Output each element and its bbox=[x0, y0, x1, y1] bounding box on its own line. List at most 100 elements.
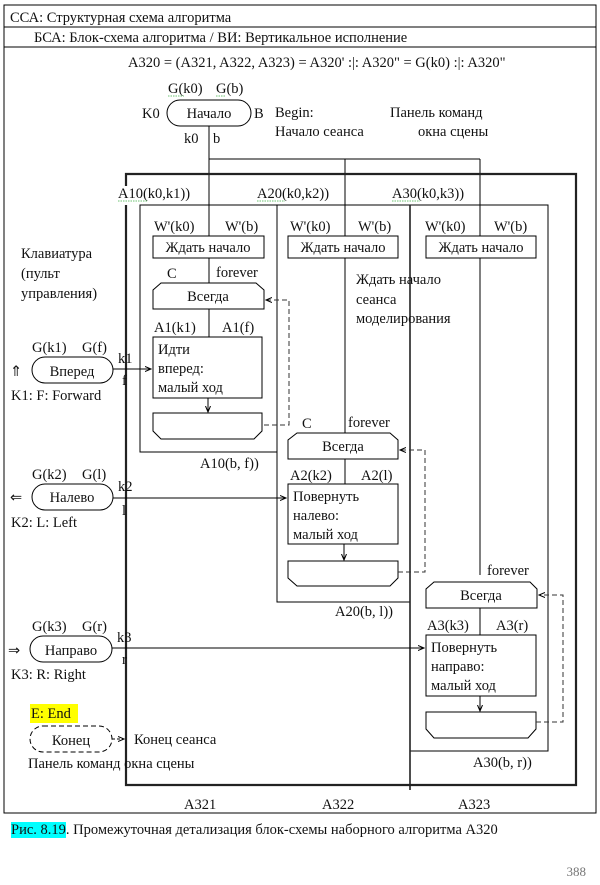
input-forward-top-1: G(f) bbox=[82, 340, 107, 356]
start-panel-line2: окна сцены bbox=[418, 124, 489, 140]
up-arrow-icon: ⇑ bbox=[10, 364, 22, 380]
input-right-top-0: G(k3) bbox=[32, 619, 67, 635]
input-left-caption: K2: L: Left bbox=[11, 515, 77, 531]
keyboard-label-line3: управления) bbox=[21, 286, 97, 302]
m2-action-line3: малый ход bbox=[293, 527, 359, 543]
module-header-2: A20(k0,k2)) bbox=[257, 186, 329, 202]
m1-wait: Ждать начало bbox=[166, 240, 251, 256]
m1-wait-label-1: W'(b) bbox=[225, 219, 258, 235]
m3-action-line3: малый ход bbox=[431, 678, 497, 694]
m2-action-line1: Повернуть bbox=[293, 489, 360, 505]
m2-loop-start bbox=[287, 432, 399, 460]
input-left-out-0: k2 bbox=[118, 479, 133, 495]
input-right-label[interactable]: Направо bbox=[45, 643, 97, 659]
input-left-terminal[interactable] bbox=[31, 483, 114, 511]
m3-loop: Всегда bbox=[460, 588, 502, 604]
input-forward-out-1: f bbox=[122, 373, 127, 389]
m1-loop: Всегда bbox=[187, 289, 229, 305]
start-out-label-1: b bbox=[213, 131, 220, 147]
page-number: 388 bbox=[566, 864, 587, 879]
column-label-3: A323 bbox=[458, 797, 490, 813]
m3-loop-label-1: forever bbox=[487, 563, 529, 579]
m2-loop-label-1: forever bbox=[348, 415, 390, 431]
keyboard-label-line1: Клавиатура bbox=[21, 246, 93, 262]
module-footer-3: A30(b, r)) bbox=[473, 755, 532, 771]
input-right-caption: K3: R: Right bbox=[11, 667, 86, 683]
m2-loop-end bbox=[287, 560, 399, 587]
m3-loop-back bbox=[536, 595, 564, 723]
m2-wait-label-1: W'(b) bbox=[358, 219, 391, 235]
input-right-top-1: G(r) bbox=[82, 619, 107, 635]
module-footer-2: A20(b, l)) bbox=[335, 604, 393, 620]
m3-wait-label-1: W'(b) bbox=[494, 219, 527, 235]
m1-action-line3: малый ход bbox=[158, 380, 224, 396]
input-forward-top-0: G(k1) bbox=[32, 340, 67, 356]
input-left-top-0: G(k2) bbox=[32, 467, 67, 483]
right-arrow-icon: ⇒ bbox=[8, 643, 20, 659]
m3-wait-box bbox=[425, 235, 537, 259]
end-panel: Панель команд окна сцены bbox=[28, 756, 195, 772]
m1-action-label-1: A1(f) bbox=[222, 320, 254, 336]
figure-caption: Рис. 8.19. Промежуточная детализация бло… bbox=[11, 822, 498, 839]
m3-action-box bbox=[425, 634, 537, 697]
input-forward-out-0: k1 bbox=[118, 351, 133, 367]
start-label: Начало bbox=[187, 106, 232, 122]
header-row1: ССА: Структурная схема алгоритма bbox=[10, 10, 232, 26]
input-right-terminal[interactable] bbox=[29, 635, 113, 663]
m2-loop-back bbox=[398, 450, 426, 573]
input-left-out-1: l bbox=[122, 503, 126, 519]
m3-action-label-0: A3(k3) bbox=[427, 618, 469, 634]
column-label-1: A321 bbox=[184, 797, 216, 813]
column-label-2: A322 bbox=[322, 797, 354, 813]
m1-loop-start bbox=[152, 282, 265, 310]
module-header-1: A10(k0,k1)) bbox=[118, 186, 190, 202]
m2-wait: Ждать начало bbox=[301, 240, 386, 256]
start-panel-line1: Панель команд bbox=[390, 105, 483, 121]
m3-loop-end bbox=[425, 711, 537, 739]
start-top-label-1: G(b) bbox=[216, 81, 244, 97]
input-forward-caption: K1: F: Forward bbox=[11, 388, 102, 404]
input-left-label[interactable]: Налево bbox=[50, 490, 95, 506]
m2-loop: Всегда bbox=[322, 439, 364, 455]
m3-wait-label-0: W'(k0) bbox=[425, 219, 466, 235]
start-top-label-0: G(k0) bbox=[168, 81, 203, 97]
m1-loop-end bbox=[152, 412, 263, 440]
end-badge-bg bbox=[30, 704, 78, 723]
end-badge: E: End bbox=[31, 706, 72, 722]
m2-action-box bbox=[287, 483, 399, 545]
m1-loop-label-1: forever bbox=[216, 265, 258, 281]
m3-action-line2: направо: bbox=[431, 659, 484, 675]
m1-action-line2: вперед: bbox=[158, 361, 204, 377]
start-right-label: B bbox=[254, 106, 264, 122]
m1-wait-label-0: W'(k0) bbox=[154, 219, 195, 235]
m3-loop-start bbox=[425, 581, 538, 609]
m3-action-label-1: A3(r) bbox=[496, 618, 528, 634]
input-left-top-1: G(l) bbox=[82, 467, 106, 483]
formula: A320 = (A321, A322, A323) = A320' :|: A3… bbox=[128, 55, 506, 71]
figure-ref: Рис. 8.19 bbox=[11, 822, 66, 838]
a320-container bbox=[124, 172, 578, 787]
input-forward-label[interactable]: Вперед bbox=[50, 364, 95, 380]
start-left-label: K0 bbox=[142, 106, 160, 122]
end-label[interactable]: Конец bbox=[52, 733, 90, 749]
m2-wait-label-0: W'(k0) bbox=[290, 219, 331, 235]
header-row2: БСА: Блок-схема алгоритма / ВИ: Вертикал… bbox=[34, 30, 407, 46]
m2-action-label-1: A2(l) bbox=[361, 468, 393, 484]
wait-note-line2: сеанса bbox=[356, 292, 397, 308]
m2-loop-label-0: C bbox=[302, 416, 312, 432]
input-forward-terminal[interactable] bbox=[31, 356, 114, 384]
figure-caption-text: . Промежуточная детализация блок-схемы н… bbox=[65, 822, 498, 838]
wait-note-line1: Ждать начало bbox=[356, 272, 441, 288]
module-header-3: A30(k0,k3)) bbox=[392, 186, 464, 202]
start-out-label-0: k0 bbox=[184, 131, 199, 147]
end-note: Конец сеанса bbox=[134, 732, 217, 748]
left-arrow-icon: ⇐ bbox=[10, 490, 22, 506]
keyboard-label-line2: (пульт bbox=[21, 266, 60, 282]
m1-action-label-0: A1(k1) bbox=[154, 320, 196, 336]
m1-action-box bbox=[152, 336, 263, 399]
m3-wait: Ждать начало bbox=[439, 240, 524, 256]
m2-action-label-0: A2(k2) bbox=[290, 468, 332, 484]
m1-loop-back bbox=[264, 300, 290, 426]
m3-action-line1: Повернуть bbox=[431, 640, 498, 656]
